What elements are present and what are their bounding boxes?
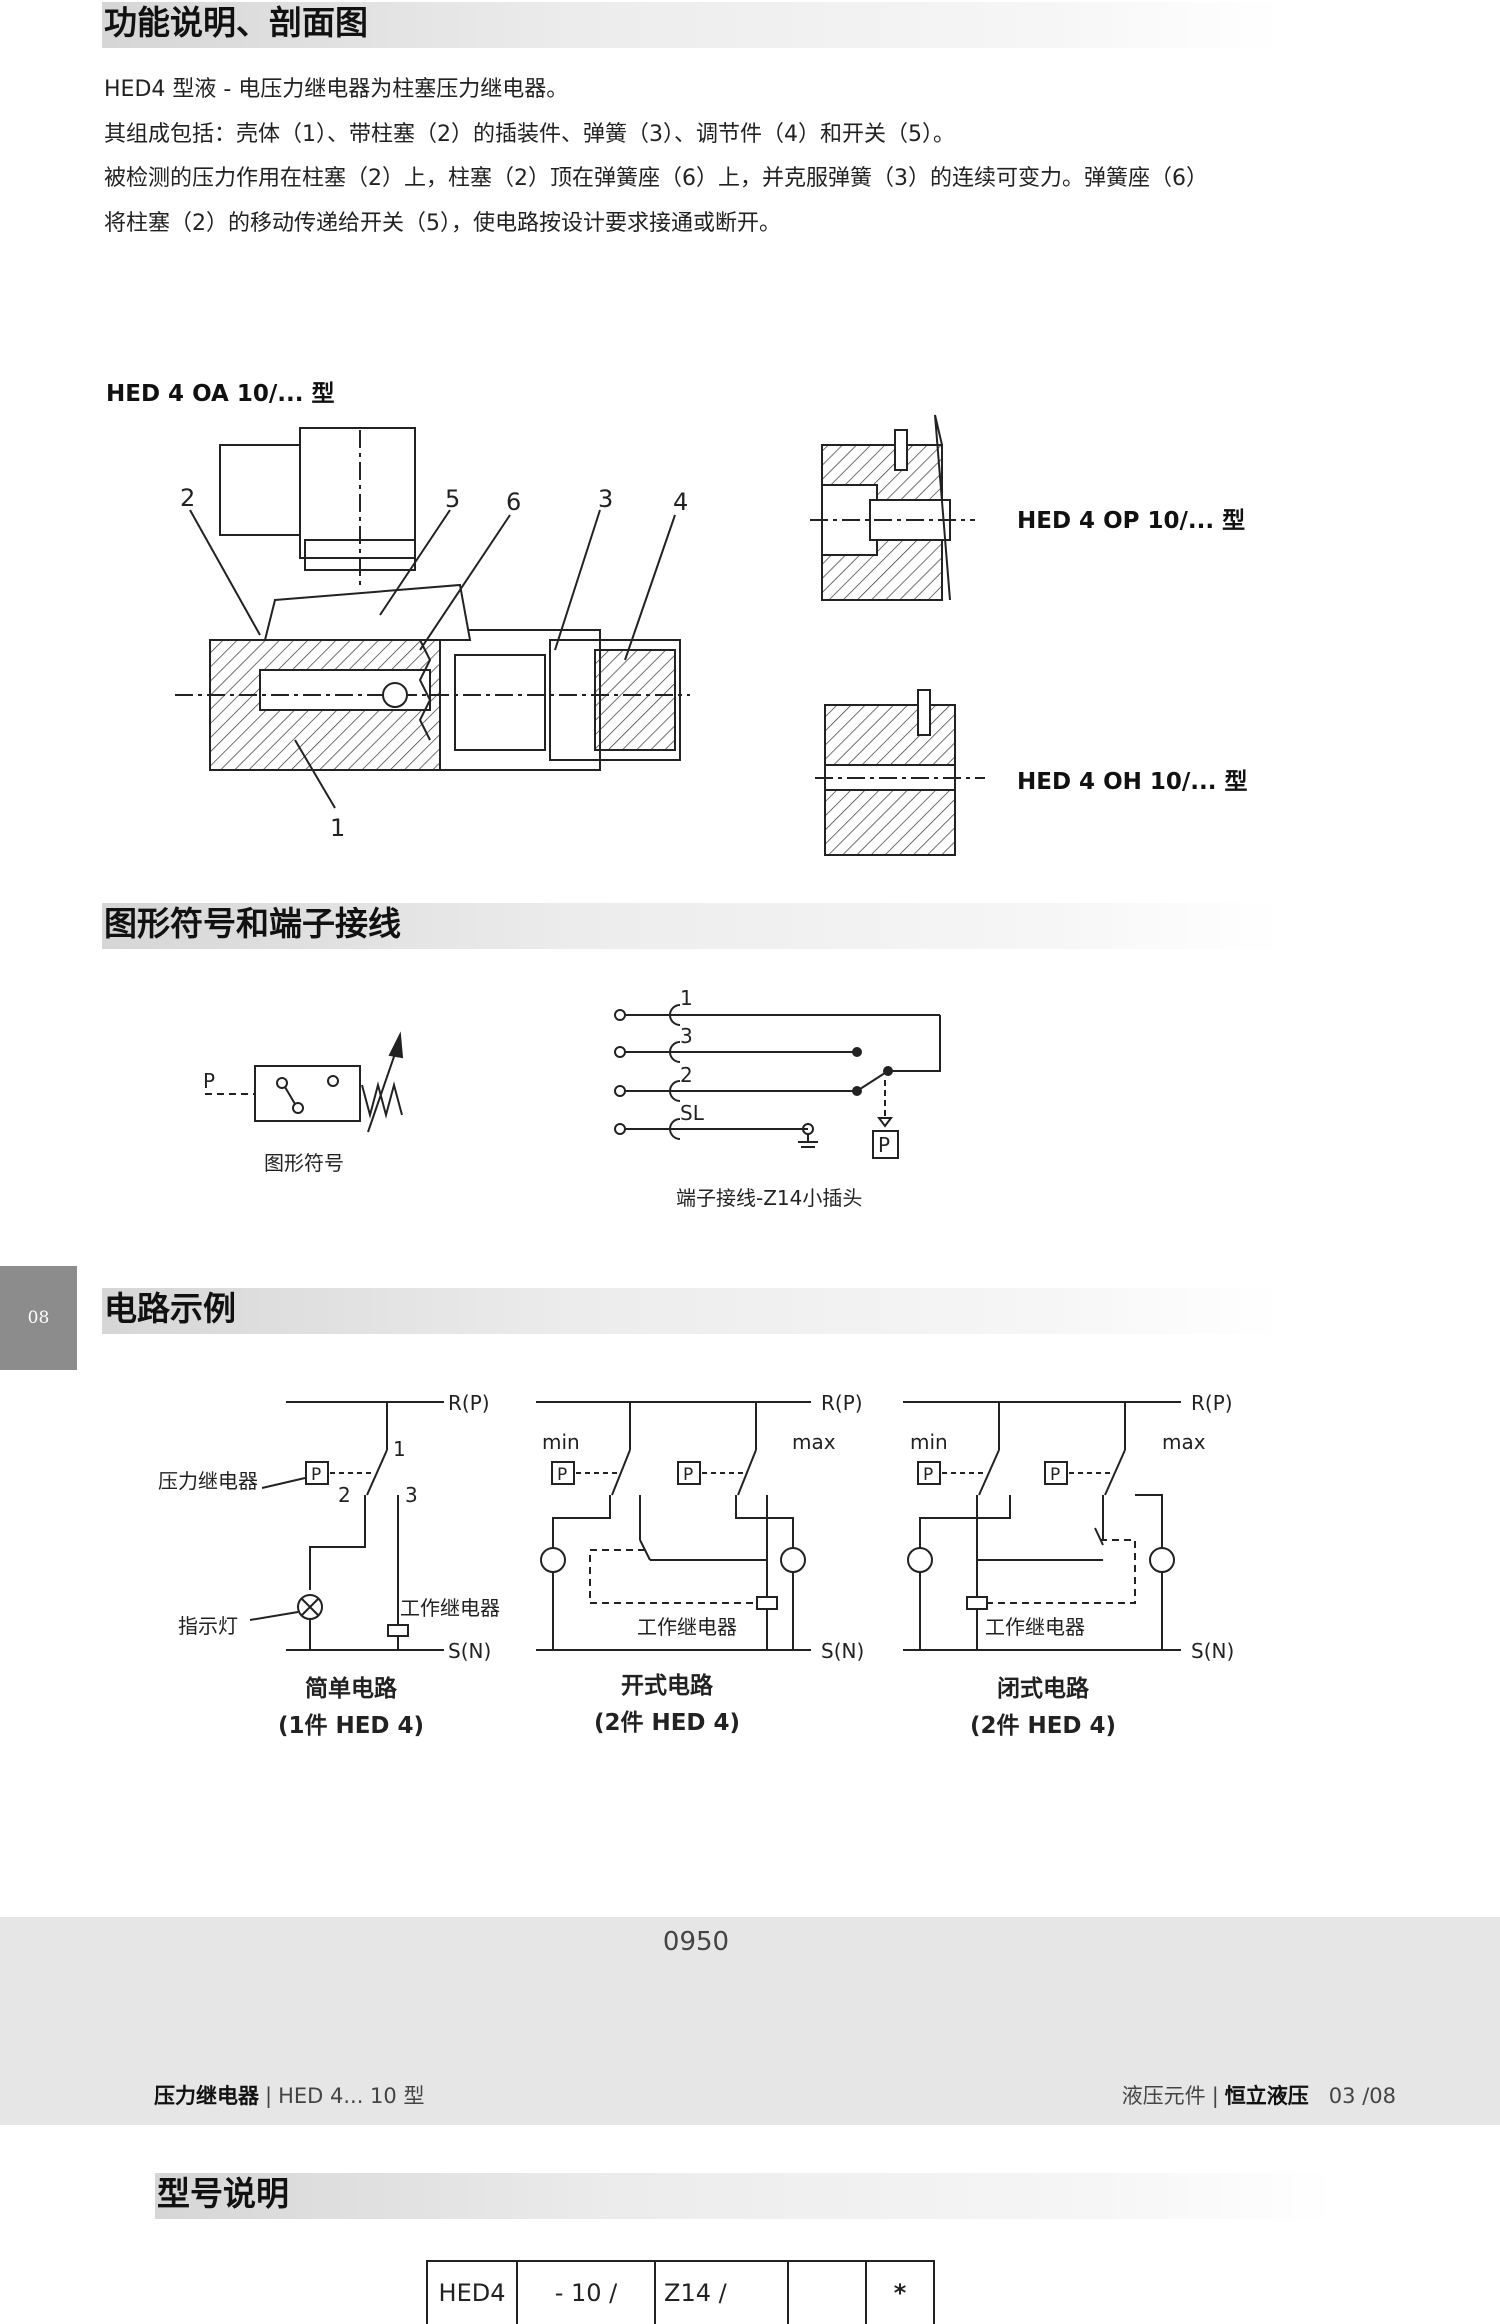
work-relay-label: 工作继电器	[637, 1615, 737, 1639]
section-header-bar	[102, 2, 1282, 48]
symbol-port-label: P	[203, 1069, 215, 1093]
footer-category: 液压元件	[1121, 2084, 1206, 2108]
p-label: P	[683, 1465, 693, 1485]
terminal-label-3: 3	[680, 1024, 693, 1048]
cross-section-oa	[175, 427, 690, 771]
model-cell	[787, 2260, 867, 2324]
terminal-1	[614, 1004, 940, 1026]
terminal-label-1: 1	[680, 986, 693, 1010]
description-line: HED4 型液 - 电压力继电器为柱塞压力继电器。	[104, 77, 569, 102]
callout-lines	[189, 509, 676, 809]
circuit-open	[536, 1401, 811, 1651]
section-title-function: 功能说明、剖面图	[104, 3, 368, 42]
wiring-caption: 端子接线-Z14小插头	[676, 1186, 862, 1210]
footer-left: 压力继电器|HED 4... 10 型	[154, 2084, 425, 2108]
callout-5: 5	[445, 485, 460, 513]
rail-bottom-label: S(N)	[1191, 1639, 1234, 1663]
pin-label: 1	[393, 1437, 406, 1461]
drawing-oa-label: HED 4 OA 10/... 型	[106, 381, 335, 407]
terminal-label-2: 2	[680, 1063, 693, 1087]
max-label: max	[792, 1430, 836, 1454]
callout-6: 6	[506, 488, 521, 516]
pin-label: 3	[405, 1483, 418, 1507]
max-label: max	[1162, 1430, 1206, 1454]
terminal-2	[614, 1015, 941, 1102]
section-title-symbols: 图形符号和端子接线	[104, 904, 401, 943]
circuit-subtitle: (2件 HED 4)	[970, 1713, 1116, 1739]
technical-drawings: 2 5 6 3 4 1 P 图形符号 1 3 2 SL P 端子接线-Z14小插…	[158, 414, 1234, 1739]
circuit-simple	[249, 1401, 444, 1651]
min-label: min	[542, 1430, 580, 1454]
callout-4: 4	[673, 488, 688, 516]
circuit-subtitle: (2件 HED 4)	[594, 1710, 740, 1736]
circuit-title: 开式电路	[621, 1672, 714, 1699]
pressure-relay-label: 压力继电器	[158, 1469, 258, 1493]
terminal-label-sl: SL	[680, 1101, 705, 1125]
cross-section-oh	[815, 689, 985, 856]
model-cell: HED4	[426, 2260, 518, 2324]
callout-1: 1	[330, 814, 345, 842]
indicator-lamp-label: 指示灯	[178, 1614, 238, 1638]
section-title-model: 型号说明	[157, 2174, 289, 2213]
model-cell: Z14 /	[654, 2260, 789, 2324]
terminal-sl	[614, 1118, 818, 1148]
symbol-caption: 图形符号	[264, 1151, 344, 1175]
p-label: P	[557, 1465, 567, 1485]
description-line: 将柱塞（2）的移动传递给开关（5），使电路按设计要求接通或断开。	[104, 211, 781, 236]
pin-label: 2	[338, 1483, 351, 1507]
page-number: 03 /08	[1328, 2084, 1396, 2108]
callout-2: 2	[180, 484, 195, 512]
footer-right: 液压元件|恒立液压 03 /08	[1121, 2084, 1396, 2108]
circuit-subtitle: (1件 HED 4)	[278, 1713, 424, 1739]
page-footer: 0950 压力继电器|HED 4... 10 型 液压元件|恒立液压 03 /0…	[0, 1917, 1500, 2125]
work-relay-label: 工作继电器	[400, 1596, 500, 1620]
rail-bottom-label: S(N)	[821, 1639, 864, 1663]
section-header-bar	[155, 2173, 1335, 2219]
rail-top-label: R(P)	[821, 1391, 863, 1415]
cross-section-op	[810, 414, 975, 601]
pressure-box-label: P	[878, 1133, 890, 1157]
drawing-oh-label: HED 4 OH 10/... 型	[1017, 769, 1248, 795]
model-cell: *	[865, 2260, 935, 2324]
min-label: min	[910, 1430, 948, 1454]
footer-brand: 恒立液压	[1224, 2084, 1309, 2108]
section-title-circuits: 电路示例	[104, 1289, 236, 1328]
model-code-table: HED4 - 10 / Z14 / *	[426, 2260, 935, 2324]
description-line: 被检测的压力作用在柱塞（2）上，柱塞（2）顶在弹簧座（6）上，并克服弹簧（3）的…	[104, 166, 1208, 191]
p-label: P	[923, 1465, 933, 1485]
doc-code: 0950	[662, 1927, 730, 1957]
circuit-title: 简单电路	[305, 1675, 398, 1702]
footer-product: 压力继电器	[154, 2084, 259, 2108]
rail-top-label: R(P)	[1191, 1391, 1233, 1415]
callout-3: 3	[598, 485, 613, 513]
drawing-op-label: HED 4 OP 10/... 型	[1017, 508, 1246, 534]
description-line: 其组成包括：壳体（1）、带柱塞（2）的插装件、弹簧（3）、调节件（4）和开关（5…	[104, 122, 955, 147]
section-header-bar	[102, 903, 1282, 949]
model-cell: - 10 /	[516, 2260, 656, 2324]
graphic-symbol	[205, 1031, 404, 1133]
circuit-closed	[903, 1401, 1181, 1651]
terminal-3	[614, 1041, 862, 1063]
circuit-title: 闭式电路	[997, 1675, 1090, 1702]
chapter-tab: 08	[0, 1266, 77, 1370]
p-label: P	[311, 1465, 321, 1485]
terminal-wiring	[614, 1004, 941, 1159]
rail-bottom-label: S(N)	[448, 1639, 491, 1663]
footer-model: HED 4... 10 型	[278, 2084, 425, 2108]
rail-top-label: R(P)	[448, 1391, 490, 1415]
section-header-bar	[102, 1288, 1282, 1334]
work-relay-label: 工作继电器	[985, 1615, 1085, 1639]
p-label: P	[1050, 1465, 1060, 1485]
